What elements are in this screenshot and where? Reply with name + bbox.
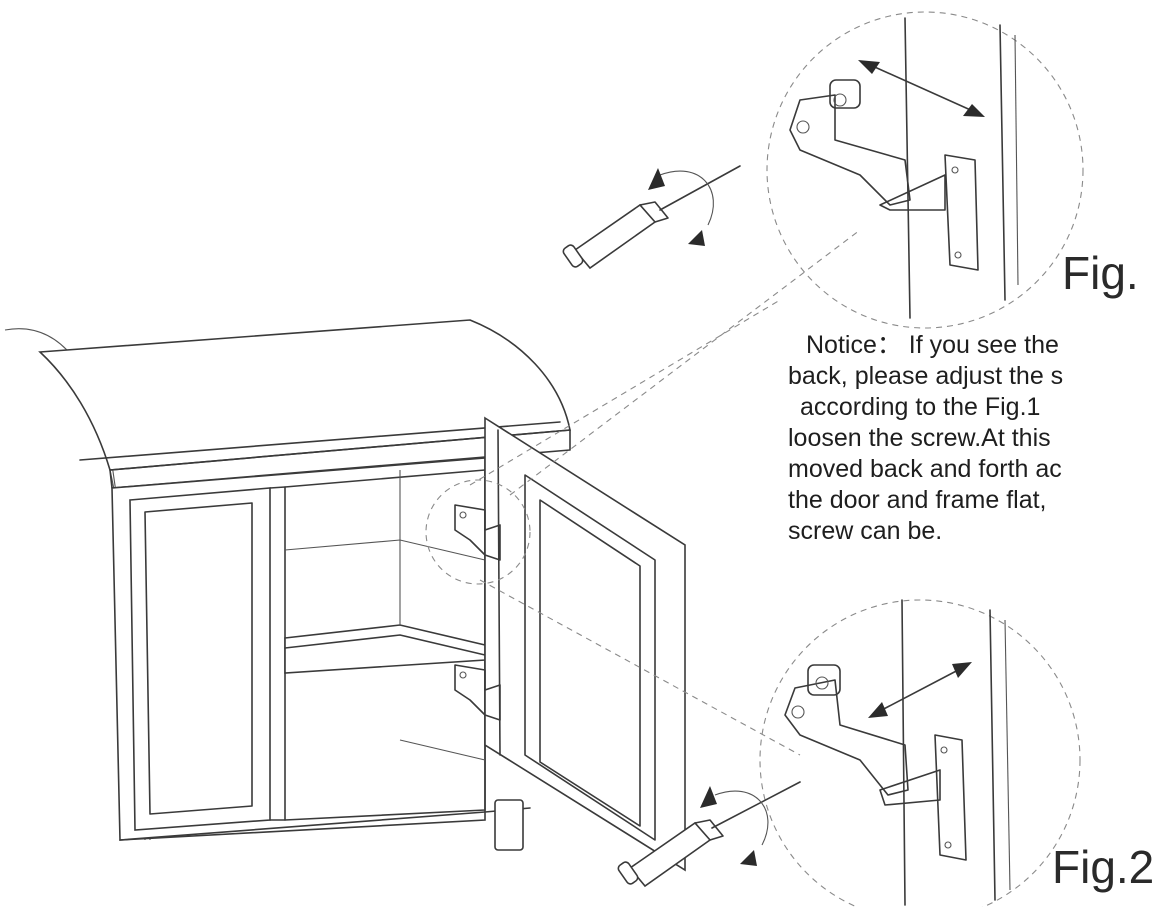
fig1-detail	[766, 11, 1084, 329]
rotate-arrow-icon	[700, 786, 769, 866]
notice-line: Notice： If you see the	[806, 331, 1059, 359]
double-arrow-icon	[868, 662, 972, 718]
notice-line: back, please adjust the s	[788, 362, 1064, 390]
hinge-icon	[454, 504, 501, 561]
notice-line: screw can be.	[788, 517, 943, 545]
screwdriver-icon	[617, 781, 801, 888]
notice-line: the door and frame flat,	[788, 486, 1047, 514]
notice-text: Notice： If you see the back, please adju…	[788, 330, 1153, 547]
notice-line: loosen the screw.At this	[788, 424, 1051, 452]
fig2-label: Fig.2	[1052, 841, 1153, 893]
fig1-label: Fig.	[1062, 247, 1139, 299]
double-arrow-icon	[858, 60, 985, 117]
hinge-icon	[454, 664, 501, 721]
notice-line: moved back and forth ac	[788, 455, 1062, 483]
cabinet	[4, 319, 686, 872]
screwdriver-icon	[562, 165, 741, 270]
notice-line: according to the Fig.1	[800, 393, 1041, 421]
rotate-arrow-icon	[648, 168, 714, 246]
fig2-detail	[759, 599, 1081, 907]
